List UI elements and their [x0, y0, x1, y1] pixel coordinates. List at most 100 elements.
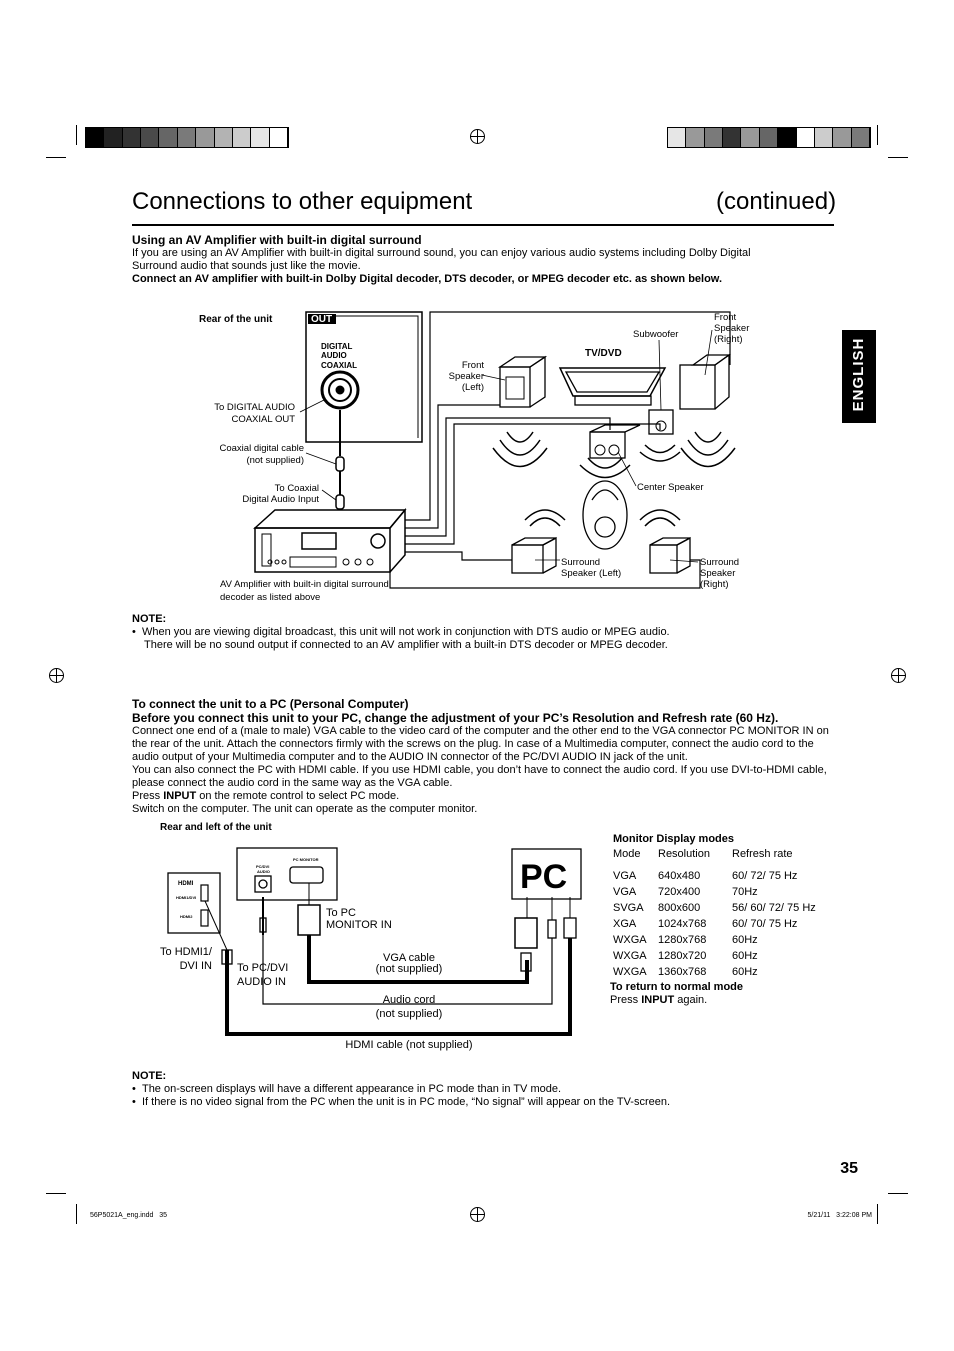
pc-connection-diagram: Rear and left of the unit HDMI HDMI1/DVI…: [160, 822, 582, 1051]
color-swatch: [723, 128, 742, 147]
surround-right-label: Surround: [700, 557, 739, 568]
press-pre: Press: [132, 790, 164, 802]
crop-mark: [46, 157, 66, 158]
to-coaxial-label-2: Digital Audio Input: [242, 494, 319, 505]
to-pc-monitor-label: To PC: [326, 907, 356, 919]
section-pc: To connect the unit to a PC (Personal Co…: [132, 697, 834, 816]
color-strip-left: [85, 127, 289, 148]
modes-title: Monitor Display modes: [613, 833, 735, 845]
note-label: NOTE:: [132, 613, 167, 625]
surround-right-label-3: (Right): [700, 579, 729, 590]
section2-heading: To connect the unit to a PC (Personal Co…: [132, 697, 409, 711]
digital-label: DIGITAL: [321, 342, 353, 351]
title-rule: [132, 224, 834, 226]
color-swatch: [159, 128, 178, 147]
front-left-label-2: Speaker: [449, 371, 484, 382]
pc-audio-label-2: AUDIO: [257, 869, 270, 874]
cell-resolution: 1024x768: [658, 918, 707, 930]
out-label: OUT: [311, 314, 332, 325]
cell-mode: WXGA: [613, 934, 647, 946]
rear-panel: [305, 311, 423, 443]
surround-left-label: Surround: [561, 557, 600, 568]
surround-left-label-2: Speaker (Left): [561, 568, 621, 579]
color-swatch: [214, 128, 233, 147]
coaxial-cable-label: Coaxial digital cable: [220, 443, 305, 454]
table-row: WXGA 1280x768 60Hz: [613, 932, 816, 948]
rear-left-label: Rear and left of the unit: [160, 822, 272, 833]
return-bold: INPUT: [641, 994, 675, 1006]
cell-mode: VGA: [613, 886, 637, 898]
audio-label: AUDIO: [321, 351, 347, 360]
color-swatch: [796, 128, 815, 147]
cell-refresh: 60Hz: [732, 950, 758, 962]
cell-mode: WXGA: [613, 950, 647, 962]
page-number: 35: [840, 1160, 858, 1177]
page-title-continued: (continued): [716, 188, 837, 215]
modes-header-row: Mode Resolution Refresh rate: [613, 848, 816, 868]
crop-mark: [888, 157, 908, 158]
av-amplifier: [254, 527, 391, 573]
return-post: again.: [674, 994, 708, 1006]
color-swatch: [851, 128, 870, 147]
color-swatch: [269, 128, 288, 147]
front-right-label-2: Speaker: [714, 323, 749, 334]
cell-resolution: 720x400: [658, 886, 701, 898]
note-bullet-text: When you are viewing digital broadcast, …: [141, 626, 670, 638]
pc-monitor-label: PC MONITOR: [293, 857, 319, 862]
color-swatch: [778, 128, 797, 147]
color-swatch: [104, 128, 123, 147]
cell-mode: SVGA: [613, 902, 644, 914]
press-post: on the remote control to select PC mode.: [196, 790, 400, 802]
vga-cable-label: VGA cable: [383, 952, 435, 964]
section2-bold: Before you connect this unit to your PC,…: [132, 711, 779, 725]
color-swatch: [232, 128, 252, 147]
color-swatch: [86, 128, 105, 147]
crop-mark: [888, 1193, 908, 1194]
registration-mark-icon: [891, 668, 906, 683]
cell-resolution: 1280x720: [658, 950, 707, 962]
return-title: To return to normal mode: [610, 981, 744, 993]
cell-resolution: 800x600: [658, 902, 701, 914]
center-label: Center Speaker: [637, 482, 704, 493]
color-swatch: [741, 128, 760, 147]
note2-bullet: • The on-screen displays will have a dif…: [132, 1083, 562, 1095]
registration-mark-icon: [49, 668, 64, 683]
crop-mark: [877, 1204, 878, 1224]
crop-mark: [76, 1204, 77, 1224]
front-right-label-3: (Right): [714, 334, 743, 345]
cell-resolution: 1280x768: [658, 934, 707, 946]
subwoofer-label: Subwoofer: [633, 329, 678, 340]
cell-resolution: 1360x768: [658, 966, 707, 978]
color-swatch: [759, 128, 779, 147]
pc-audio-label: PC/DVI: [256, 864, 269, 869]
registration-mark-icon: [470, 1207, 485, 1222]
cell-refresh: 60Hz: [732, 934, 758, 946]
header-resolution: Resolution: [658, 848, 710, 860]
color-swatch: [141, 128, 160, 147]
pc-label: PC: [520, 858, 567, 896]
section2-body2: You can also connect the PC with HDMI ca…: [132, 764, 827, 789]
cell-mode: XGA: [613, 918, 637, 930]
note2-bullet: • If there is no video signal from the P…: [132, 1096, 671, 1108]
section-bold: Connect an AV amplifier with built-in Do…: [132, 273, 723, 285]
rear-panel-pc: [236, 847, 338, 901]
page-title: Connections to other equipment: [132, 188, 473, 215]
note-bullet: • When you are viewing digital broadcast…: [132, 626, 670, 638]
cell-resolution: 640x480: [658, 870, 701, 882]
surround-right-label-2: Speaker: [700, 568, 735, 579]
return-pre: Press: [610, 994, 642, 1006]
to-pc-audio-label-2: AUDIO IN: [237, 976, 286, 988]
modes-table: Mode Resolution Refresh rate VGA 640x480 6…: [613, 848, 816, 980]
to-pc-monitor-label-2: MONITOR IN: [326, 919, 392, 931]
footer-file: 56P5021A_eng.indd 35: [90, 1212, 168, 1219]
coaxial-label: COAXIAL: [321, 361, 357, 370]
color-swatch: [668, 128, 687, 147]
cell-refresh: 60/ 72/ 75 Hz: [732, 870, 798, 882]
to-coaxial-label: To Coaxial: [275, 483, 319, 494]
color-strip-right: [667, 127, 871, 148]
crop-mark: [877, 125, 878, 145]
section2-switch: Switch on the computer. The unit can ope…: [132, 803, 478, 815]
